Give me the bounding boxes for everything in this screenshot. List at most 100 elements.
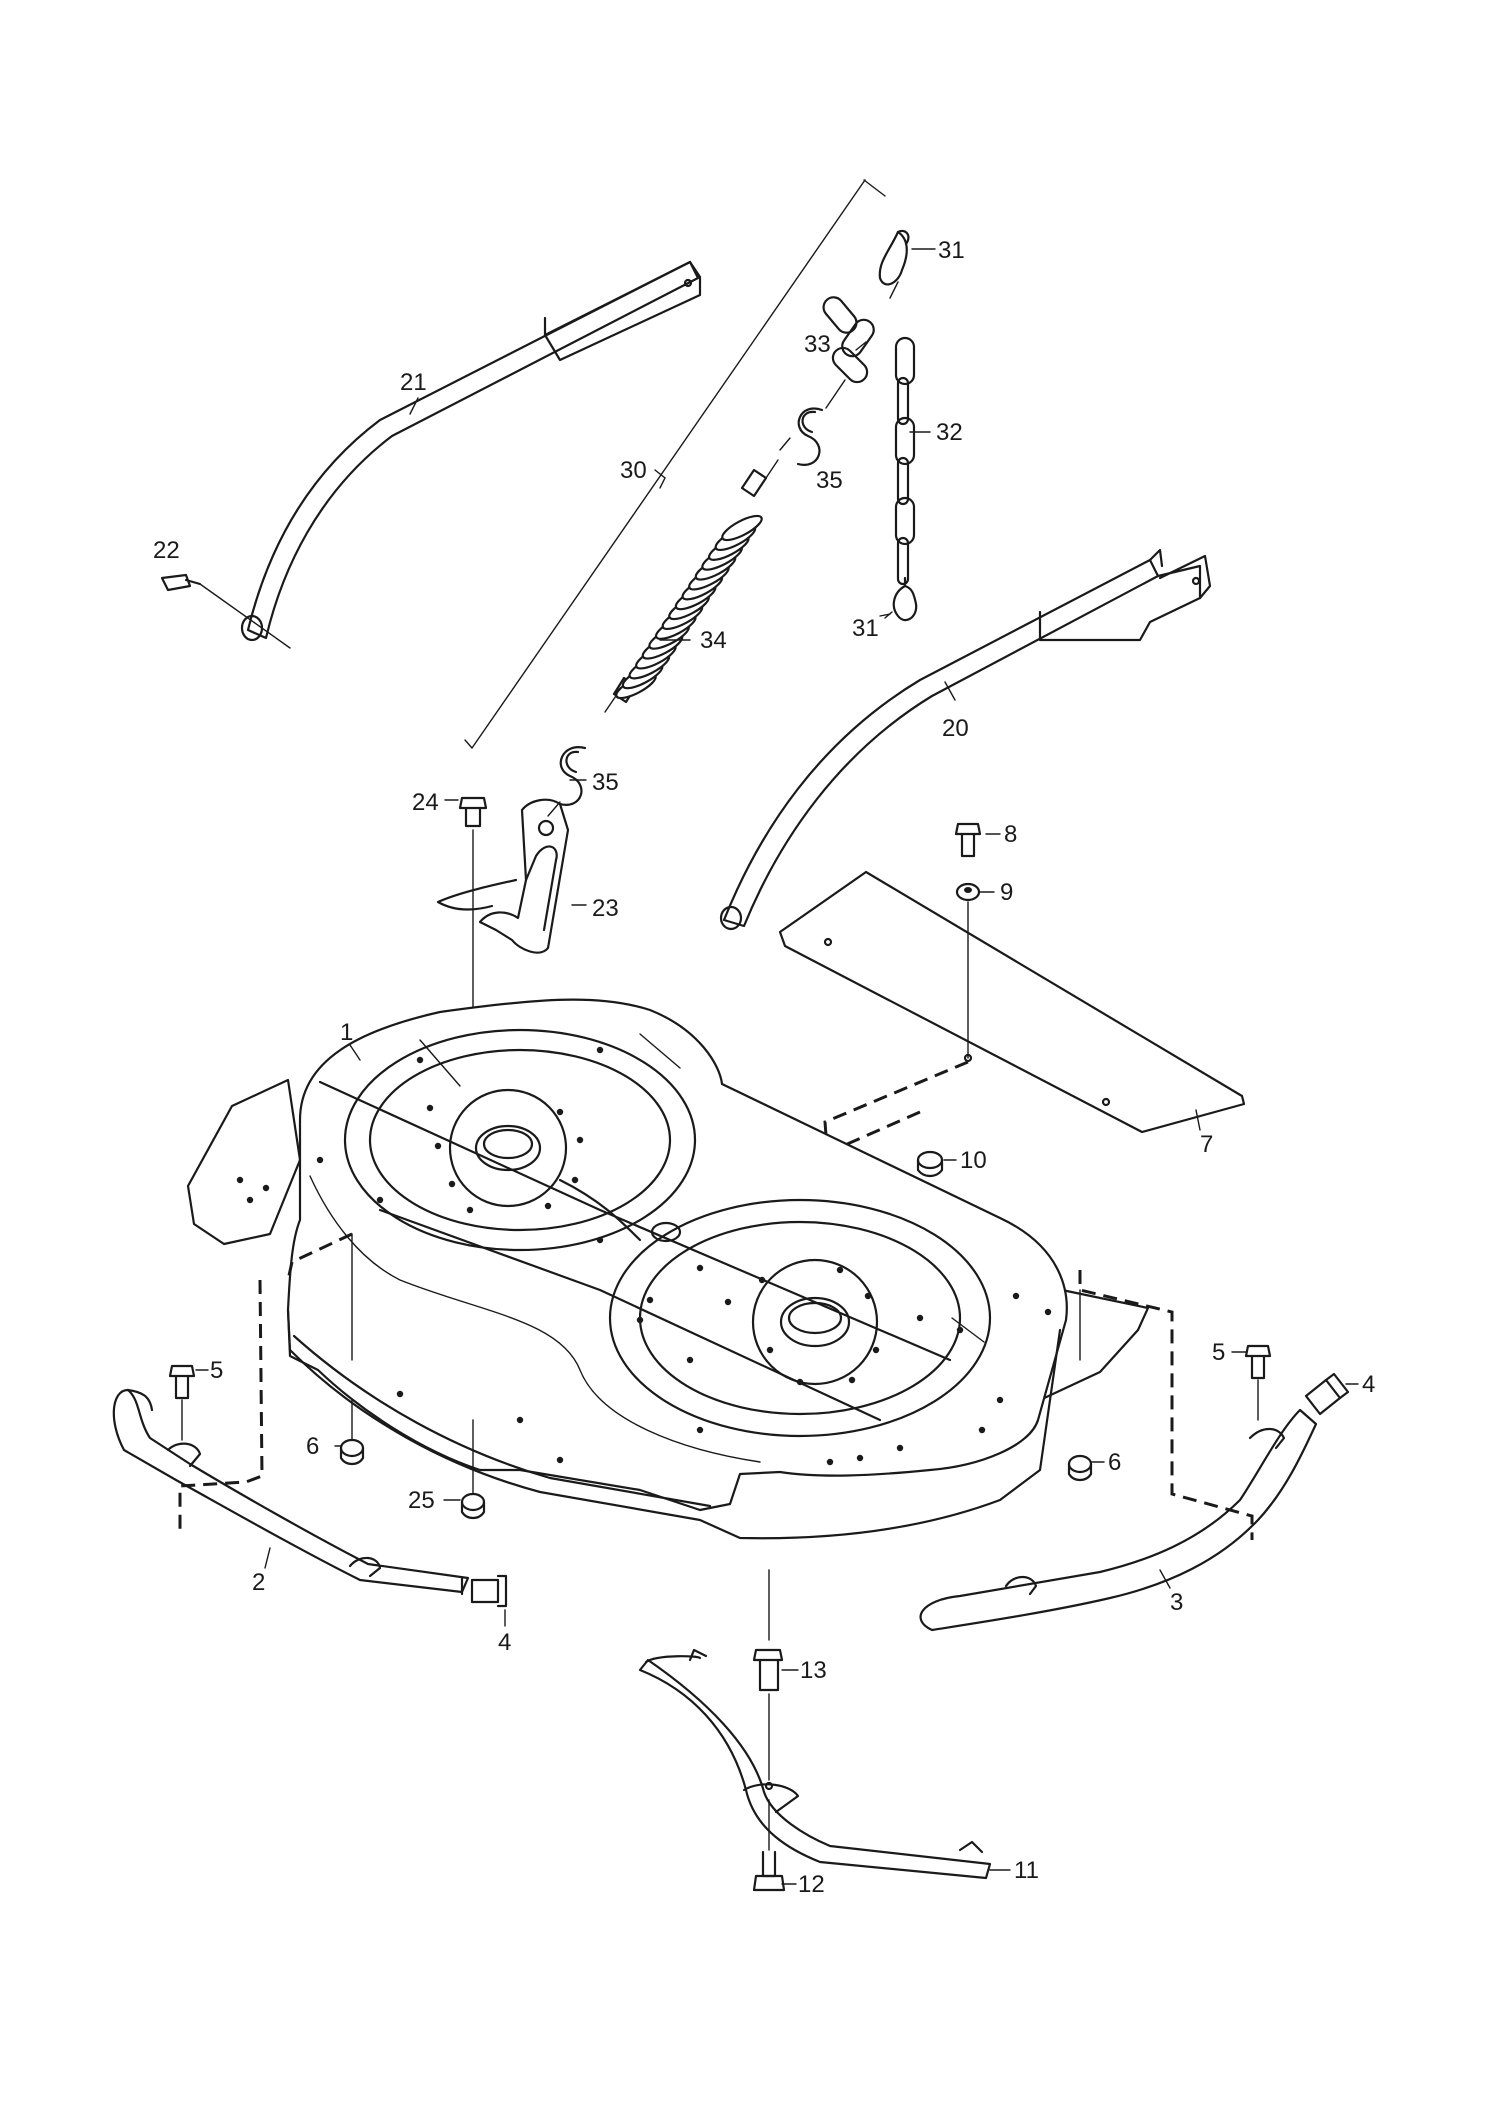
callout-5-right: 5 [1212, 1339, 1225, 1366]
part-8-bolt [954, 822, 982, 858]
callout-11: 11 [1014, 1857, 1039, 1884]
part-20-lift-arm [719, 548, 1212, 931]
callout-9: 9 [1000, 879, 1013, 906]
deck-hole [758, 1276, 766, 1284]
deck-hole [544, 1202, 552, 1210]
callout-1: 1 [340, 1019, 353, 1046]
deck-hole [636, 1316, 644, 1324]
chain-link [896, 376, 910, 426]
chain-link [896, 456, 910, 506]
part-12-bolt [752, 1799, 786, 1892]
chain-link [894, 336, 916, 386]
chain-link [894, 416, 916, 466]
callout-32: 32 [936, 419, 963, 446]
part-25-nut [460, 1419, 486, 1520]
part-32-chain [894, 336, 916, 586]
callout-4-right: 4 [1362, 1371, 1375, 1398]
deck-hole [996, 1396, 1004, 1404]
part-4-cap-right [1304, 1372, 1350, 1416]
callout-22: 22 [153, 537, 180, 564]
callout-12: 12 [798, 1871, 825, 1898]
deck-hole [376, 1196, 384, 1204]
deck-hole [916, 1314, 924, 1322]
deck-hole [872, 1346, 880, 1354]
callout-10: 10 [960, 1147, 987, 1174]
chain-link [894, 496, 916, 546]
deck-hole [848, 1376, 856, 1384]
deck-hole [434, 1142, 442, 1150]
part-31-snap-hook-top [878, 229, 936, 286]
deck-hole [896, 1444, 904, 1452]
part-22-bolt [160, 573, 291, 649]
chain-leader [889, 281, 899, 299]
part-6-nut-right [1067, 1454, 1093, 1482]
callout-21: 21 [400, 369, 427, 396]
part-2-bumper [112, 1388, 470, 1596]
deck-hole [856, 1454, 864, 1462]
part-33-links [822, 296, 875, 384]
callout-6-right: 6 [1108, 1449, 1121, 1476]
deck-hole [556, 1108, 564, 1116]
part-34-spring [604, 459, 779, 713]
deck-hole [686, 1356, 694, 1364]
part-13-spacer [752, 1569, 784, 1781]
deck-hole [596, 1236, 604, 1244]
callout-5-left: 5 [210, 1357, 223, 1384]
deck-hole [596, 1046, 604, 1054]
part-3-bumper [919, 1408, 1318, 1632]
part-30-bracket [464, 179, 886, 749]
spring-coil [721, 514, 763, 542]
deck-hole [466, 1206, 474, 1214]
deck-hole [262, 1184, 270, 1192]
deck-hole [1012, 1292, 1020, 1300]
part-5-bolt-right [1244, 1344, 1272, 1421]
deck-hole [956, 1326, 964, 1334]
callout-labels: 21 22 30 31 33 32 35 31 34 20 35 24 23 8… [153, 237, 1375, 1898]
part-6-nut-left [339, 1399, 365, 1466]
deck-hole [826, 1458, 834, 1466]
deck-hole [236, 1176, 244, 1184]
part-10-nut [916, 1150, 944, 1178]
part-11-bracket [638, 1648, 992, 1880]
callout-25: 25 [408, 1487, 435, 1514]
callout-20: 20 [942, 715, 969, 742]
callout-4-left: 4 [498, 1629, 511, 1656]
callout-7: 7 [1200, 1131, 1213, 1158]
left-dash-lines [178, 1232, 353, 1530]
part-21-lift-arm [240, 260, 702, 642]
deck-hole [396, 1390, 404, 1398]
deck-hole [426, 1104, 434, 1112]
deck-hole [724, 1298, 732, 1306]
callout-35-lower: 35 [592, 769, 619, 796]
deck-hole [571, 1176, 579, 1184]
callout-8: 8 [1004, 821, 1017, 848]
deck-hole [416, 1056, 424, 1064]
deck-hole [556, 1456, 564, 1464]
deck-hole [864, 1292, 872, 1300]
part-35-s-hook-upper [779, 379, 846, 466]
part-9-washer [955, 882, 981, 902]
deck-hole [978, 1426, 986, 1434]
part-7-deflector-plate [778, 870, 1246, 1134]
callout-23: 23 [592, 895, 619, 922]
deck-hole [516, 1416, 524, 1424]
deck-hole [836, 1266, 844, 1274]
right-dash-lines [1078, 1270, 1254, 1540]
callout-31-bottom: 31 [852, 615, 879, 642]
part-5-bolt-left [168, 1364, 196, 1441]
deck-hole [696, 1264, 704, 1272]
part-4-cap-left [470, 1574, 508, 1608]
deck-hole [646, 1296, 654, 1304]
callout-13: 13 [800, 1657, 827, 1684]
callout-30: 30 [620, 457, 647, 484]
callout-3: 3 [1170, 1589, 1183, 1616]
callout-31-top: 31 [938, 237, 965, 264]
deck-hole [796, 1378, 804, 1386]
callout-34: 34 [700, 627, 727, 654]
chain-link [896, 536, 910, 586]
callout-2: 2 [252, 1569, 265, 1596]
callout-35-upper: 35 [816, 467, 843, 494]
deck-hole [316, 1156, 324, 1164]
